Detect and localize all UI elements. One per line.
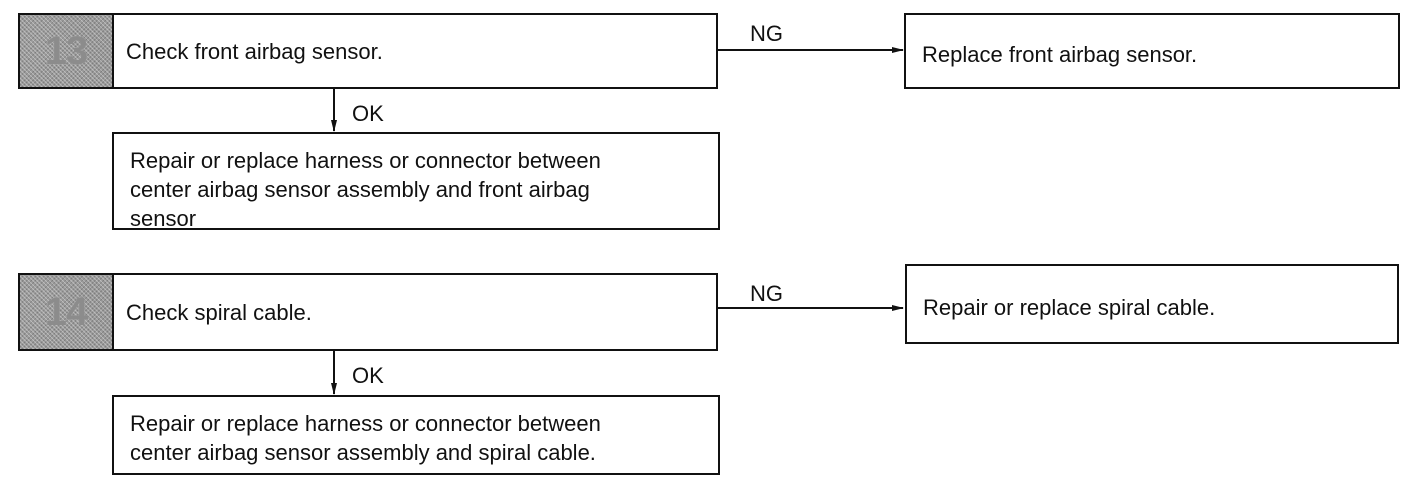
ng-result-13: Replace front airbag sensor. [922, 42, 1198, 67]
ok-result-line: center airbag sensor assembly and front … [130, 177, 590, 202]
step-number-13: 13 [20, 15, 114, 87]
ok-result-box-13: Repair or replace harness or connector b… [112, 132, 720, 231]
ok-label-14: OK [352, 363, 384, 388]
check-text-14: Check spiral cable. [126, 299, 312, 325]
ok-result-line: Repair or replace harness or connector b… [130, 411, 601, 436]
ng-result-14: Repair or replace spiral cable. [923, 295, 1216, 320]
ng-result-box-13: Replace front airbag sensor. [904, 13, 1400, 89]
ok-result-line: center airbag sensor assembly and spiral… [130, 440, 596, 465]
check-step-13: 13 Check front airbag sensor. [18, 13, 718, 89]
ng-label-13: NG [750, 21, 783, 46]
check-text-13: Check front airbag sensor. [126, 38, 383, 64]
ok-result-box-14: Repair or replace harness or connector b… [112, 395, 720, 475]
ok-result-line: Repair or replace harness or connector b… [130, 148, 601, 173]
ng-label-14: NG [750, 281, 783, 306]
step-number-14: 14 [20, 275, 114, 349]
check-step-14: 14 Check spiral cable. [18, 273, 718, 351]
ok-result-line: sensor [130, 206, 197, 231]
ok-label-13: OK [352, 101, 384, 126]
ng-result-box-14: Repair or replace spiral cable. [905, 264, 1399, 344]
